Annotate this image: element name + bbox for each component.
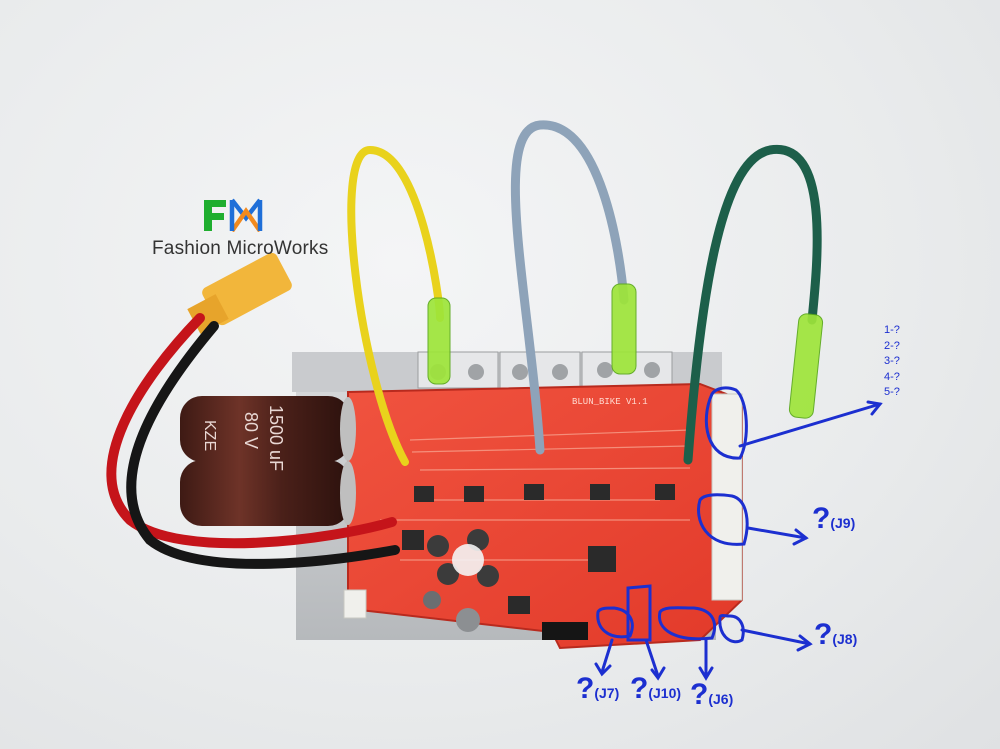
ic-chips bbox=[402, 484, 675, 640]
annotation-marks bbox=[594, 386, 883, 681]
capacitor-label-mid: 80 V bbox=[241, 412, 261, 449]
pcb-traces bbox=[380, 429, 691, 561]
green-wire bbox=[683, 145, 822, 465]
board-silkscreen: BLUN_BIKE V1.1 bbox=[572, 397, 648, 407]
terminal-blocks bbox=[417, 351, 673, 389]
small-capacitors bbox=[423, 529, 499, 632]
j9-label: ?(J9) bbox=[812, 502, 856, 535]
black-power-wire bbox=[126, 321, 400, 569]
pin-list: 1-? 2-? 3-? 4-? 5-? bbox=[884, 323, 900, 401]
bottom-left-connector bbox=[343, 589, 367, 619]
j8-label: ?(J8) bbox=[814, 618, 858, 651]
pin-1-label: 1-? bbox=[884, 324, 900, 336]
company-logo: Fashion MicroWorks bbox=[152, 196, 352, 266]
j10-label: ?(J10) bbox=[630, 672, 682, 705]
pin-2-label: 2-? bbox=[884, 339, 900, 352]
large-capacitors bbox=[180, 396, 356, 526]
fm-logo-icon bbox=[204, 198, 263, 232]
capacitor-label-top: KZE bbox=[201, 420, 218, 451]
pin-5-label: 5-? bbox=[884, 386, 900, 398]
j6-label: ?(J6) bbox=[690, 678, 734, 711]
gray-wire bbox=[510, 120, 629, 455]
pin-3-label: 3-? bbox=[884, 355, 900, 367]
yellow-wire bbox=[347, 145, 444, 466]
red-power-wire bbox=[106, 313, 397, 549]
pin-4-label: 4-? bbox=[884, 370, 900, 383]
wire-sleeves bbox=[427, 283, 824, 419]
j7-label: ?(J7) bbox=[576, 672, 620, 705]
capacitor-label-bottom: 1500 uF bbox=[266, 405, 286, 471]
company-name: Fashion MicroWorks bbox=[152, 238, 329, 259]
